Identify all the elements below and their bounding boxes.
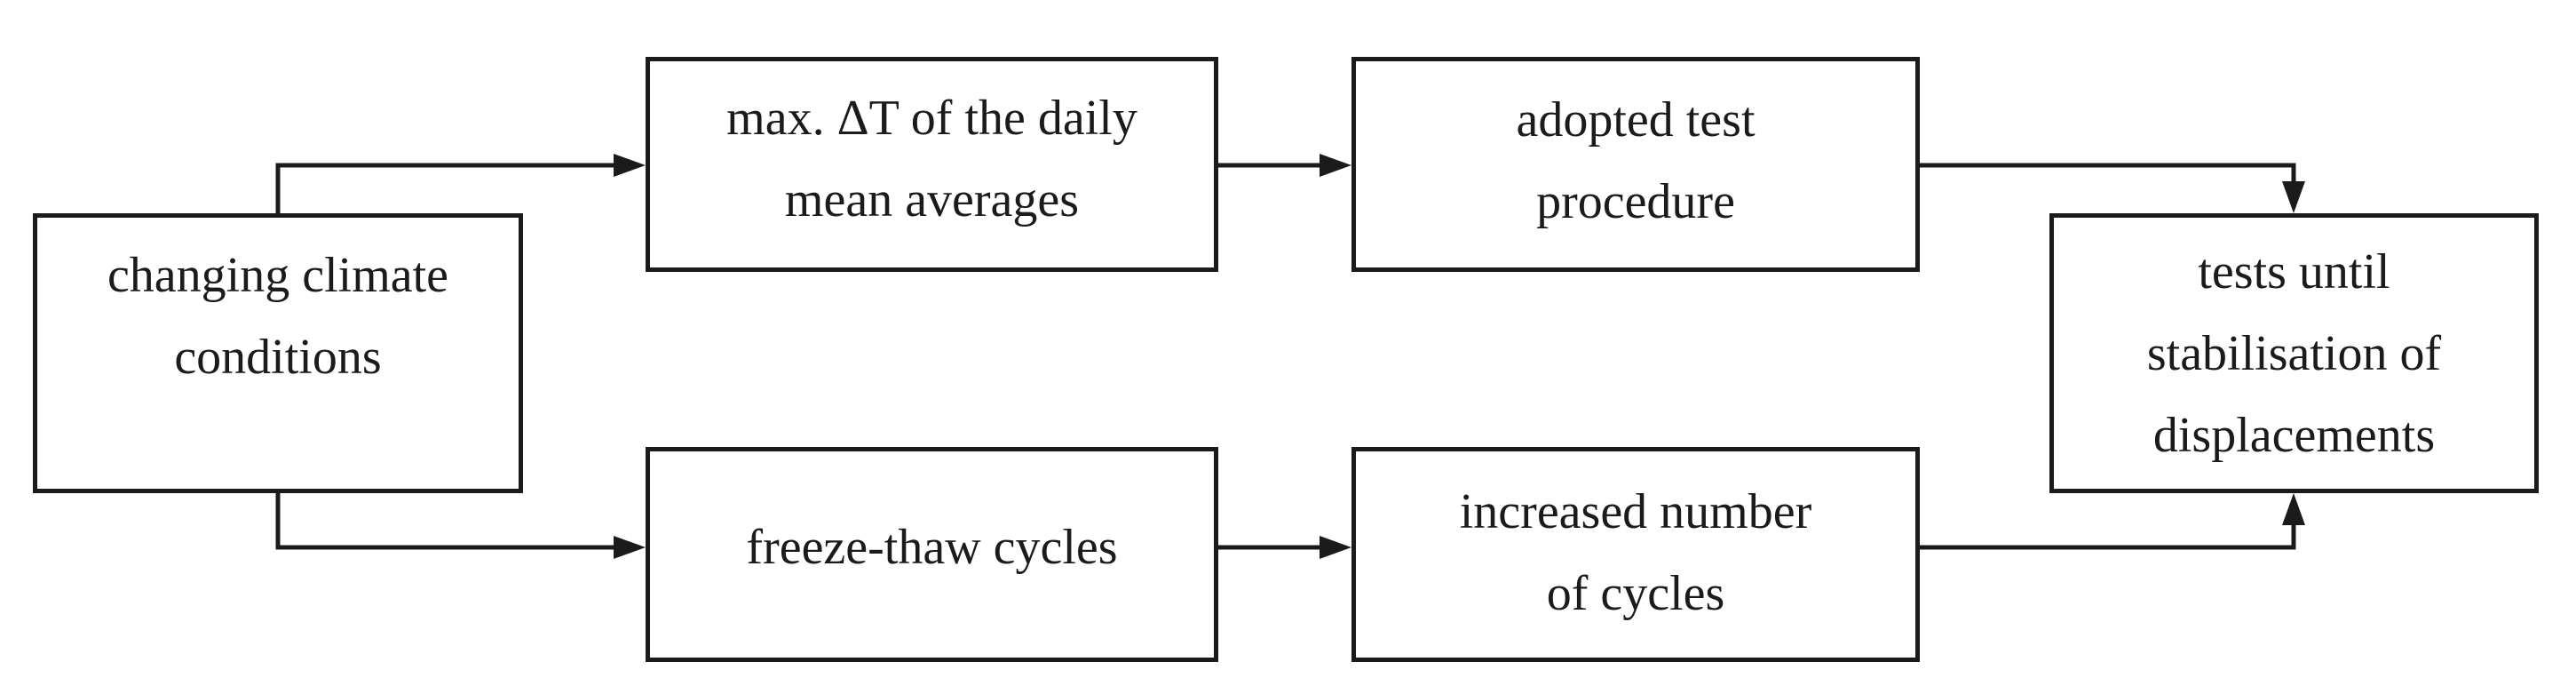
- node-label-line: mean averages: [784, 172, 1080, 227]
- node-label-line: displacements: [2152, 407, 2436, 463]
- node-label-line: of cycles: [1546, 566, 1725, 621]
- node-label-line: procedure: [1536, 174, 1735, 229]
- node-label-line: adopted test: [1516, 92, 1756, 148]
- node-freeze-thaw-cycles: freeze-thaw cycles: [646, 447, 1218, 662]
- node-label-line: changing climate: [107, 247, 449, 303]
- node-label-line: stabilisation of: [2146, 325, 2442, 381]
- node-label-line: increased number: [1459, 484, 1812, 539]
- node-label-line: max. ΔT of the daily: [726, 91, 1137, 146]
- node-adopted-test-procedure: adopted test procedure: [1351, 57, 1920, 272]
- node-max-delta-t-daily-mean-averages: max. ΔT of the daily mean averages: [646, 57, 1218, 272]
- arrow-adopted-to-tests: [1920, 163, 2305, 213]
- arrow-increased-to-tests: [1920, 493, 2305, 550]
- node-tests-until-stabilisation-of-displacements: tests until stabilisation of displacemen…: [2049, 213, 2539, 493]
- node-increased-number-of-cycles: increased number of cycles: [1351, 447, 1920, 662]
- node-label-line: freeze-thaw cycles: [746, 520, 1118, 575]
- arrow-climate-to-deltat: [275, 154, 646, 213]
- arrow-climate-to-freeze: [275, 493, 646, 559]
- node-changing-climate-conditions: changing climate conditions: [33, 213, 523, 493]
- node-label-line: conditions: [174, 329, 382, 385]
- node-label-line: tests until: [2198, 243, 2390, 299]
